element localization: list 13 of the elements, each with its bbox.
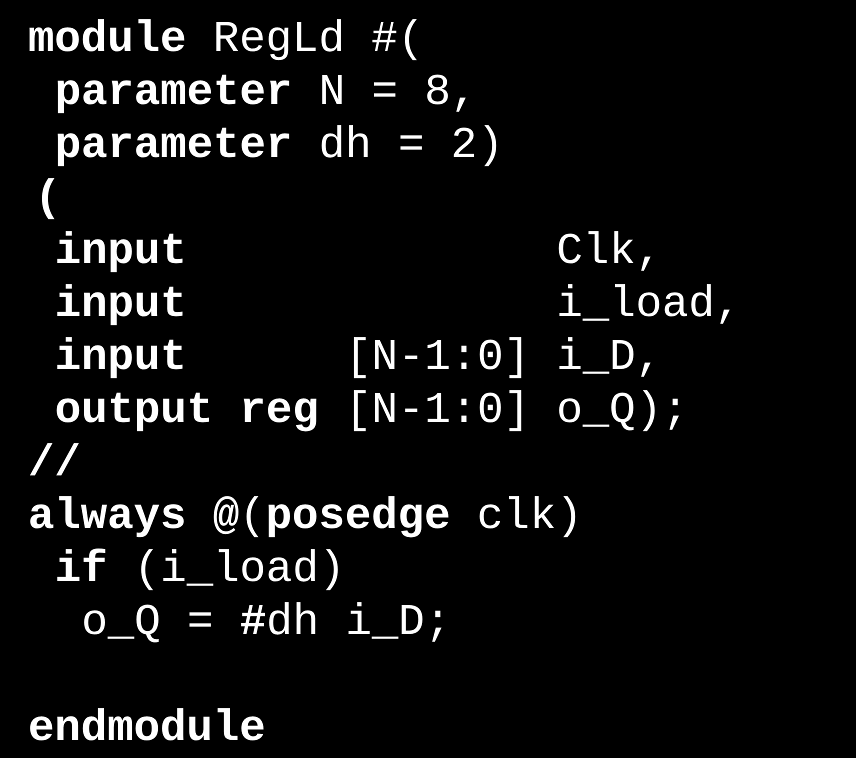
- code-line: o_Q = #dh i_D;: [81, 597, 452, 650]
- code-line: input Clk,: [54, 226, 662, 279]
- code-line: endmodule: [28, 703, 266, 756]
- code-line: always @(posedge clk): [28, 491, 583, 544]
- code-line: input i_load,: [54, 279, 742, 332]
- code-line: (: [34, 173, 62, 226]
- code-line: module RegLd #(: [28, 14, 424, 67]
- code-line: if (i_load): [54, 544, 346, 597]
- code-line: //: [28, 438, 81, 491]
- code-line: input [N-1:0] i_D,: [54, 332, 662, 385]
- code-line: parameter N = 8,: [54, 67, 478, 120]
- code-line: output reg [N-1:0] o_Q);: [54, 385, 688, 438]
- code-line: parameter dh = 2): [54, 120, 504, 173]
